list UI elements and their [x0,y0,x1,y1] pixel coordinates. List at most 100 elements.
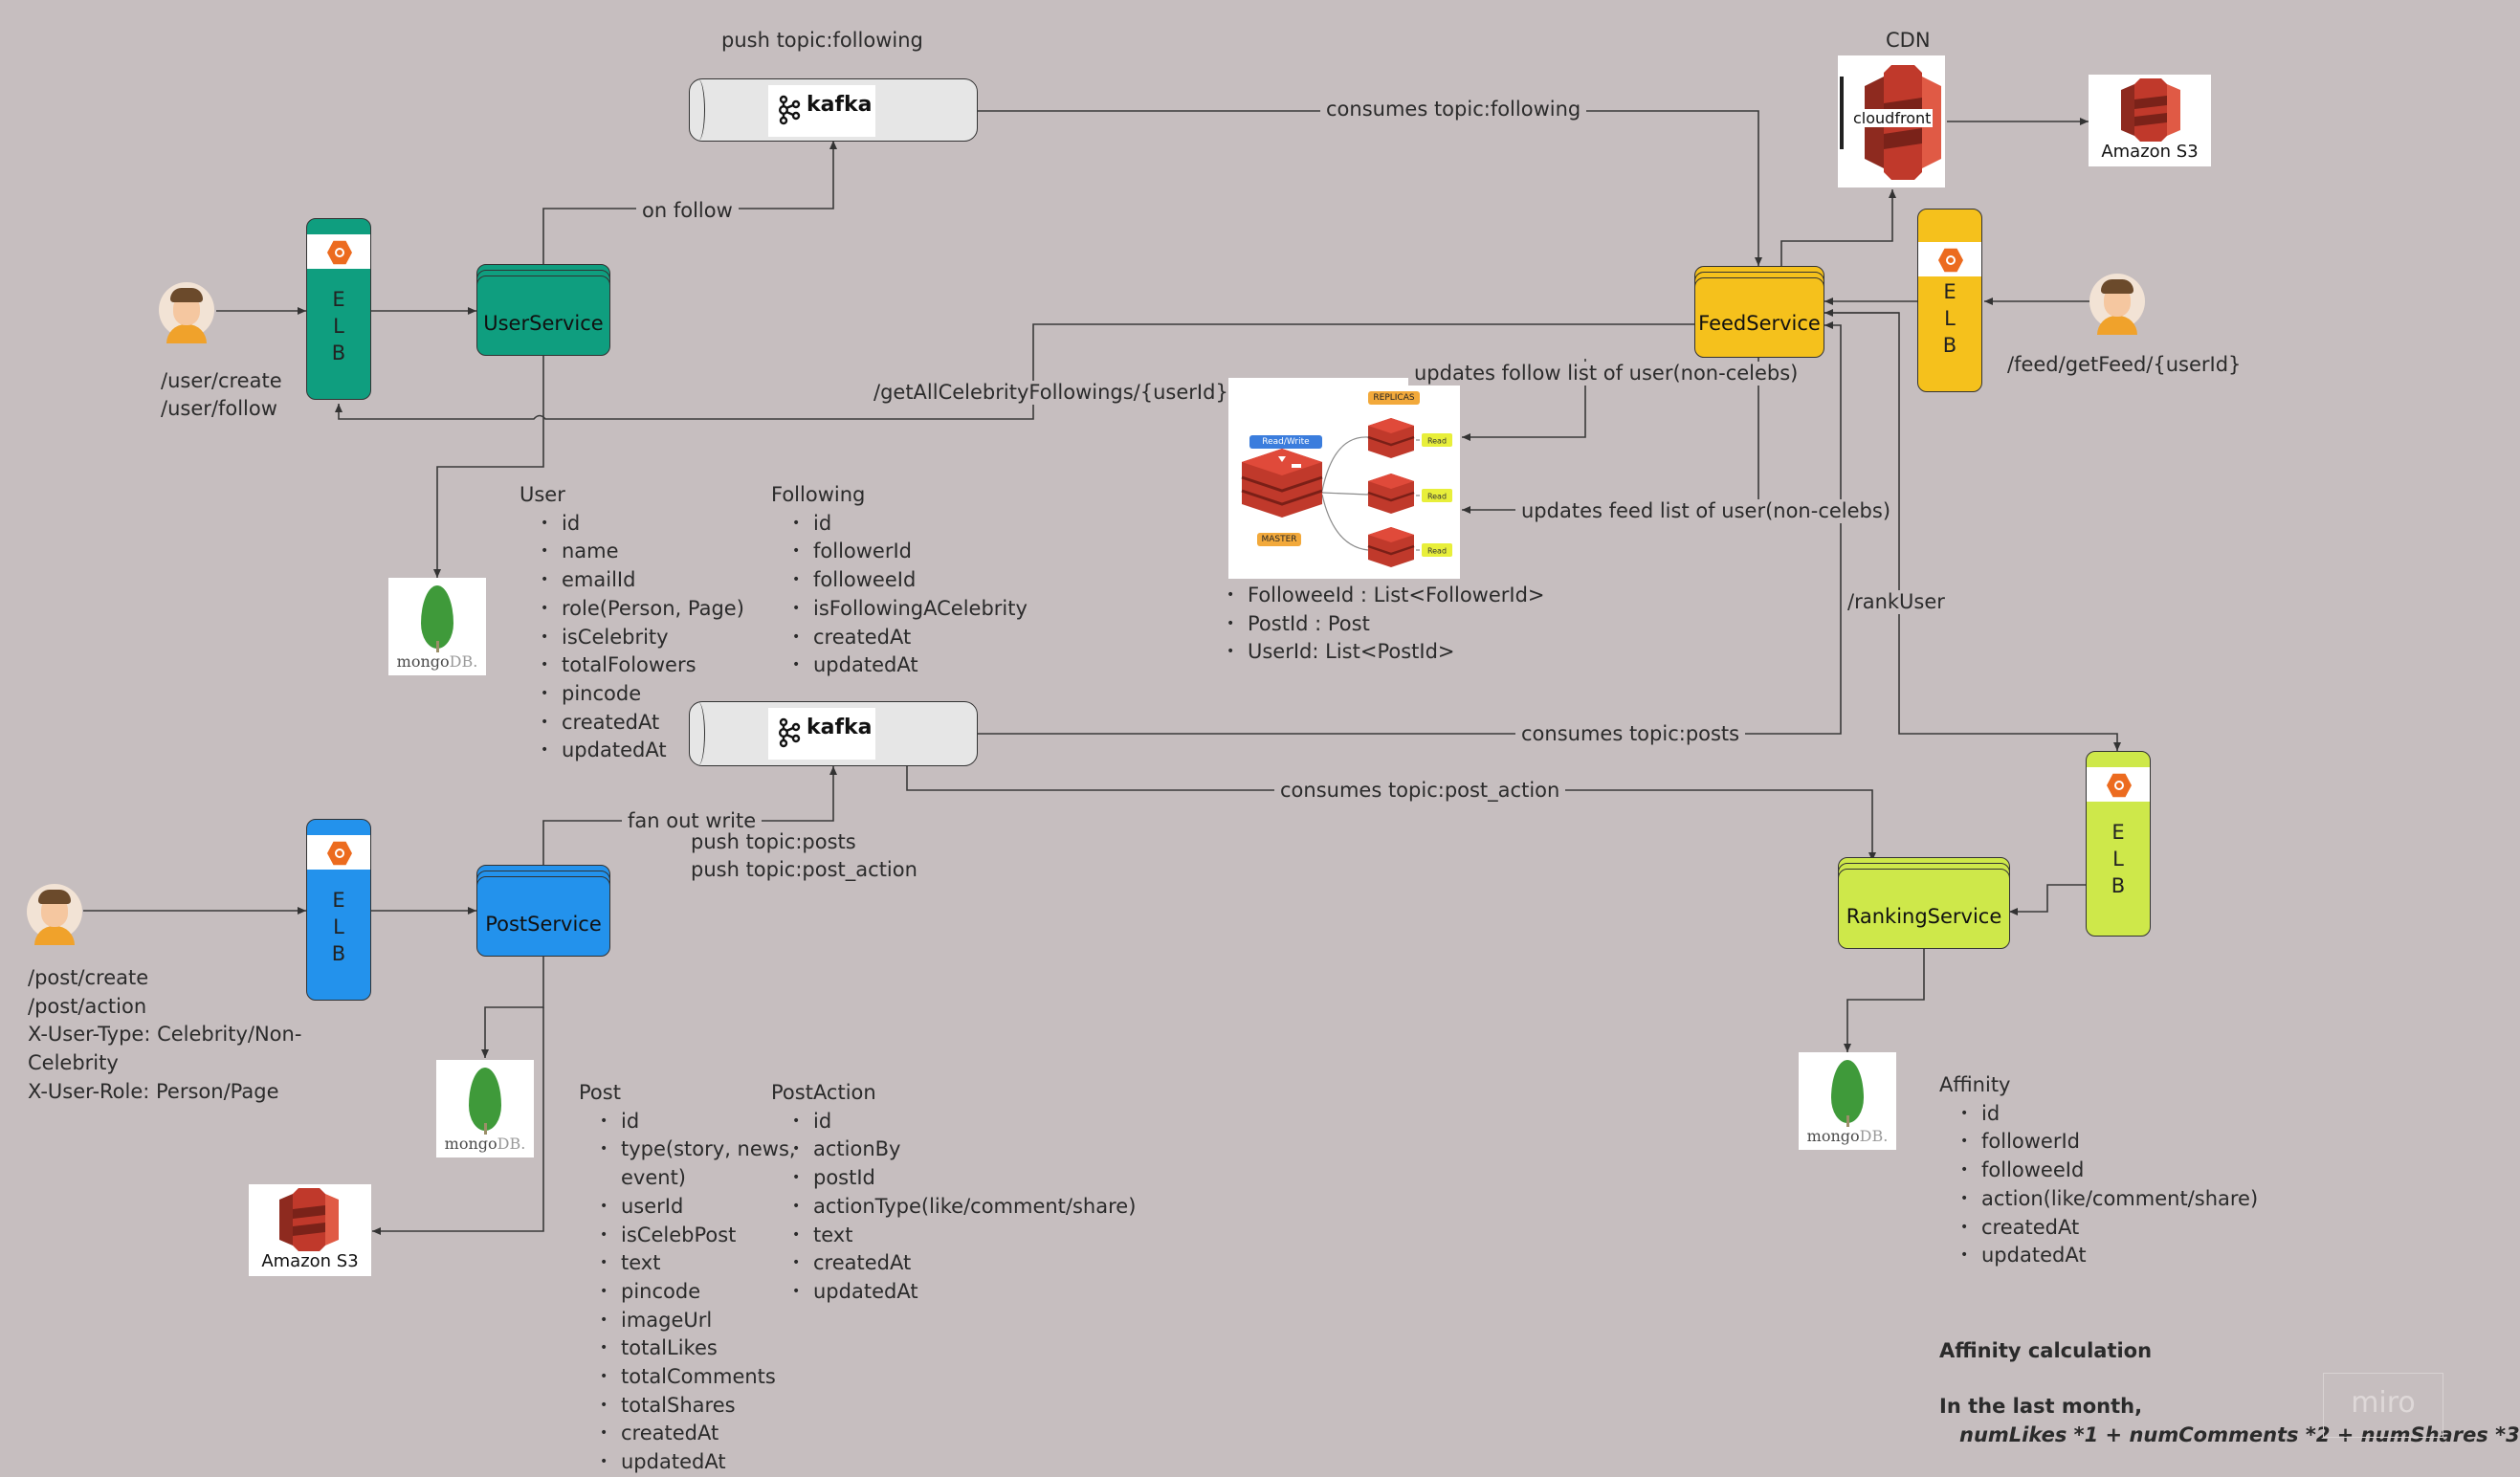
consumes-following-label: consumes topic:following [1320,98,1587,122]
elb-icon [327,841,352,866]
kafka-icon [778,95,801,125]
post-service[interactable]: PostService [476,865,610,957]
redis-read-tag-2: Read [1427,493,1447,501]
post-mongodb[interactable]: mongoDB. [436,1060,534,1157]
mongodb-leaf-icon [469,1068,501,1131]
user-mongodb[interactable]: mongoDB. [388,578,486,675]
kafka-following-topic[interactable]: kafka [689,78,978,142]
edge-ranking-mongo [1844,949,1925,1052]
cdn-label: CDN [1886,29,1931,52]
redis-replicas-tag: REPLICAS [1368,391,1420,405]
redis-read-tag-3: Read [1427,547,1447,556]
edge-rankelb-ranking [2009,884,2086,915]
user-service[interactable]: UserService [476,264,610,356]
cache-fields: FolloweeId : List<FollowerId>PostId : Po… [1227,582,1545,667]
consumes-post-action-label: consumes topic:post_action [1274,779,1566,804]
feed-service[interactable]: FeedService [1694,266,1824,358]
user-avatar-icon [159,282,214,343]
edge-kafka-feed [978,110,1762,266]
kafka-logo: kafka [768,85,875,137]
post-routes: /post/create /post/action X-User-Type: C… [28,966,302,1103]
user-entity-title: User [519,483,565,506]
push-posts-labels: push topic:posts push topic:post_action [691,830,917,881]
redis-read-tag-1: Read [1427,437,1447,446]
edge-postservice-mongo [481,955,544,1058]
feed-service-label: FeedService [1698,312,1821,335]
post-entity: Post id type(story, news, event) userIdi… [579,1079,796,1477]
affinity-calc-formula: numLikes *1 + numComments *2 + numShares… [1959,1423,2520,1446]
fan-out-label: fan out write [622,809,763,834]
redis-master-tag: MASTER [1257,533,1301,546]
mongodb-leaf-icon [1831,1060,1864,1123]
elb-icon [327,240,352,265]
rank-user-label: /rankUser [1847,590,1945,615]
miro-watermark: miro [2323,1373,2443,1438]
edge-feed-userelb [335,323,1694,420]
edge-feed-cdn [1780,189,1896,266]
feed-user-avatar-icon [2089,274,2145,335]
mongodb-leaf-icon [421,585,453,649]
push-following-label: push topic:following [721,29,923,52]
consumes-posts-label: consumes topic:posts [1515,722,1746,747]
ranking-service-label: RankingService [1846,905,2002,928]
kafka-icon [778,717,801,748]
on-follow-label: on follow [636,199,739,224]
redis-replica-3 [1367,527,1415,567]
following-entity: Following idfollowerIdfolloweeId isFollo… [771,481,1028,680]
user-routes: /user/create /user/follow [161,369,282,420]
redis-master-stack [1241,449,1323,518]
following-entity-title: Following [771,483,866,506]
post-entity-title: Post [579,1081,621,1104]
feed-route-label: /feed/getFeed/{userId} [2007,353,2242,376]
s3-bucket-icon [279,1188,339,1251]
kafka-wordmark: kafka [807,93,873,117]
kafka-cylinder-cap [692,702,705,765]
post-action-entity-title: PostAction [771,1081,876,1104]
s3-bucket-icon [2121,78,2180,142]
updates-follow-label: updates follow list of user(non-celebs) [1408,362,1804,386]
cloudfront-text: cloudfront [1851,109,1934,127]
redis-cache[interactable]: Read/Write REPLICAS MASTER [1228,378,1460,579]
kafka-cylinder-cap [692,79,705,141]
elb-icon [1938,248,1963,273]
redis-read-write-tag: Read/Write [1249,435,1322,449]
user-entity: User idnameemailId role(Person, Page)isC… [519,481,744,765]
affinity-entity: Affinity idfollowerIdfolloweeId action(l… [1939,1071,2258,1270]
post-user-avatar-icon [27,884,82,945]
affinity-entity-title: Affinity [1939,1073,2011,1096]
kafka-posts-topic[interactable]: kafka [689,701,978,766]
redis-replica-1 [1367,418,1415,458]
s3-label: Amazon S3 [261,1251,359,1271]
cloudfront-logo[interactable]: cloudfront [1838,55,1945,187]
redis-cluster-icon: Read Read Read [1241,418,1452,567]
edge-postservice-s3 [372,1007,544,1235]
post-service-label: PostService [485,913,602,936]
edge-kafkaposts-feed [978,321,1842,735]
ranking-mongodb[interactable]: mongoDB. [1799,1052,1896,1150]
affinity-calc-period: In the last month, [1939,1395,2143,1418]
post-s3[interactable]: Amazon S3 [249,1184,371,1276]
s3-label: Amazon S3 [2101,142,2199,162]
cloudfront-bar [1840,77,1844,149]
kafka-wordmark: kafka [807,716,873,739]
redis-replica-2 [1367,474,1415,514]
get-celebrity-followings-label: /getAllCelebrityFollowings/{userId} [868,381,1234,406]
user-service-label: UserService [483,312,604,335]
kafka-logo: kafka [768,708,875,760]
affinity-calc-title: Affinity calculation [1939,1339,2153,1362]
s3-cdn-origin[interactable]: Amazon S3 [2089,75,2211,166]
post-action-entity: PostAction idactionBypostId actionType(l… [771,1079,1136,1307]
ranking-service[interactable]: RankingService [1838,857,2010,949]
edge-userservice-mongo [433,356,544,578]
updates-feed-label: updates feed list of user(non-celebs) [1515,499,1897,524]
